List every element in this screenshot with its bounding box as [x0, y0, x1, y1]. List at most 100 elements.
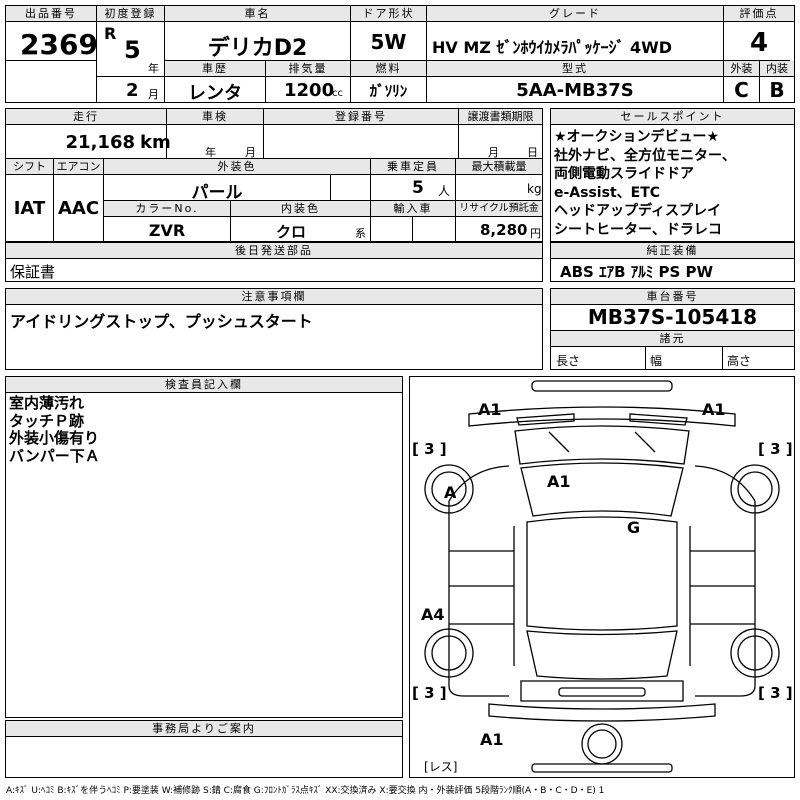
mark-front-right: A1 — [702, 400, 726, 419]
car-name: デリカD2 — [207, 36, 308, 61]
payload-unit: kg — [527, 182, 542, 196]
transfer-day-unit: 日 — [527, 146, 538, 159]
office-label: 事務局よりご案内 — [6, 721, 402, 737]
displacement-label: 排気量 — [266, 61, 350, 77]
spare-tire-value: レス — [428, 760, 453, 774]
inspector-label: 検査員記入欄 — [6, 377, 402, 393]
chassis-box — [550, 288, 795, 370]
sales-points-list: ★オークションデビュー★ 社外ナビ、全方位モニター、 両側電動スライドドア e-… — [554, 128, 736, 239]
mark-hood: A1 — [547, 472, 571, 491]
car-outline — [424, 380, 780, 773]
reg-month: 2 — [126, 80, 139, 101]
doors-label: ドア形状 — [351, 6, 426, 22]
capacity-label: 乗車定員 — [371, 159, 455, 175]
recycle: 8,280 — [480, 221, 528, 239]
int-score: B — [769, 78, 785, 102]
ext-label: 外装 — [724, 61, 759, 77]
capacity-unit: 人 — [438, 184, 451, 198]
chassis-label: 車台番号 — [551, 289, 794, 305]
capacity: 5 — [412, 178, 424, 198]
spec-width: 幅 — [650, 354, 663, 368]
later-parts-box — [5, 242, 543, 282]
office-box — [5, 720, 403, 778]
sales-point: ★オークションデビュー★ — [554, 129, 720, 145]
mark-rear-bumper: A1 — [480, 730, 504, 749]
score: 4 — [749, 28, 769, 58]
mark-roof: G — [627, 518, 641, 537]
damage-diagram — [409, 376, 795, 778]
inspector-note: 室内薄汚れ — [9, 394, 85, 412]
lot-number: 2369 — [20, 28, 98, 61]
spec-label: 諸元 — [551, 331, 794, 347]
tire-front-left: [ 3 ] — [412, 440, 447, 458]
tire-front-right-value: 3 — [770, 440, 781, 458]
notes-label: 注意事項欄 — [6, 289, 542, 305]
legend: A:ｷｽﾞ U:ﾍｺﾐ B:ｷｽﾞを伴うﾍｺﾐ P:要塗装 W:補修跡 S:錆 … — [6, 786, 605, 796]
mark-door-left: A — [444, 483, 457, 502]
shift-label: シフト — [6, 159, 53, 175]
grade-label: グレード — [427, 6, 723, 22]
first-reg-label: 初度登録 — [97, 6, 164, 22]
sales-points-label: セールスポイント — [551, 109, 794, 125]
chassis-number: MB37S-105418 — [587, 305, 758, 329]
era: R — [104, 24, 117, 43]
notes: アイドリングストップ、プッシュスタート — [10, 312, 313, 331]
tire-rear-right: [ 3 ] — [758, 684, 793, 702]
equipment-label: 純正装備 — [551, 243, 794, 259]
car-name-label: 車名 — [165, 6, 350, 22]
shift: IAT — [13, 198, 46, 219]
displacement: 1200 — [284, 80, 335, 101]
interior: クロ — [275, 223, 306, 241]
recycle-label: リサイクル預託金 — [456, 201, 542, 217]
history-label: 車歴 — [165, 61, 265, 77]
lot-label: 出品番号 — [6, 6, 96, 22]
model-label: 型式 — [427, 61, 723, 77]
inspector-note: タッチＰ跡 — [9, 411, 85, 430]
sales-point: e-Assist、ETC — [554, 184, 661, 201]
sales-points-box — [550, 108, 795, 242]
fuel-label: 燃料 — [351, 61, 426, 77]
year-unit: 年 — [148, 62, 159, 75]
ext-score: C — [734, 78, 749, 102]
equipment: ABS ｴｱB ｱﾙﾐ PS PW — [560, 263, 714, 281]
mileage: 21,168 — [65, 132, 135, 153]
tire-front-left-value: 3 — [424, 440, 435, 458]
notes-box — [5, 288, 543, 370]
grade: HV MZ ｾﾞﾝﾎｳｲｶﾒﾗﾊﾟｯｹｰｼﾞ 4WD — [432, 38, 673, 57]
ac-label: エアコン — [54, 159, 103, 175]
spec-height: 高さ — [727, 354, 752, 368]
regno-label: 登録番号 — [264, 109, 458, 125]
color-label: 外装色 — [104, 159, 370, 175]
colorno: ZVR — [148, 221, 186, 240]
later-parts: 保証書 — [10, 263, 56, 281]
recycle-unit: 円 — [530, 227, 541, 240]
tire-rear-left: [ 3 ] — [412, 684, 447, 702]
insp-month-unit: 月 — [245, 146, 256, 159]
score-label: 評価点 — [724, 6, 794, 22]
inspector-note: バンパー下Ａ — [9, 446, 100, 465]
inspector-note: 外装小傷有り — [9, 429, 100, 447]
payload-label: 最大積載量 — [456, 159, 542, 175]
interior-unit: 系 — [355, 227, 366, 240]
int-label: 内装 — [760, 61, 794, 77]
interior-label: 内装色 — [231, 201, 370, 217]
model: 5AA-MB37S — [516, 80, 634, 101]
mileage-label: 走行 — [6, 109, 166, 125]
color: パール — [191, 183, 243, 203]
transfer-month-unit: 月 — [488, 146, 499, 159]
header-table — [5, 5, 795, 103]
later-parts-label: 後日発送部品 — [6, 243, 542, 259]
fuel: ｶﾞｿﾘﾝ — [369, 82, 408, 100]
mileage-unit: km — [140, 132, 171, 153]
sales-point: 両側電動スライドドア — [554, 166, 694, 182]
tire-rear-right-value: 3 — [770, 684, 781, 702]
car-history: レンタ — [188, 83, 242, 104]
spec-length: 長さ — [556, 354, 581, 368]
spare-tire: [レス] — [424, 760, 458, 774]
sales-point: ヘッドアップディスプレイ — [554, 203, 722, 219]
colorno-label: カラーNo. — [104, 201, 230, 217]
tire-front-right: [ 3 ] — [758, 440, 793, 458]
mark-front-left: A1 — [478, 400, 502, 419]
vehicle-info-table — [5, 108, 543, 242]
sales-point: 社外ナビ、全方位モニター、 — [554, 147, 736, 164]
